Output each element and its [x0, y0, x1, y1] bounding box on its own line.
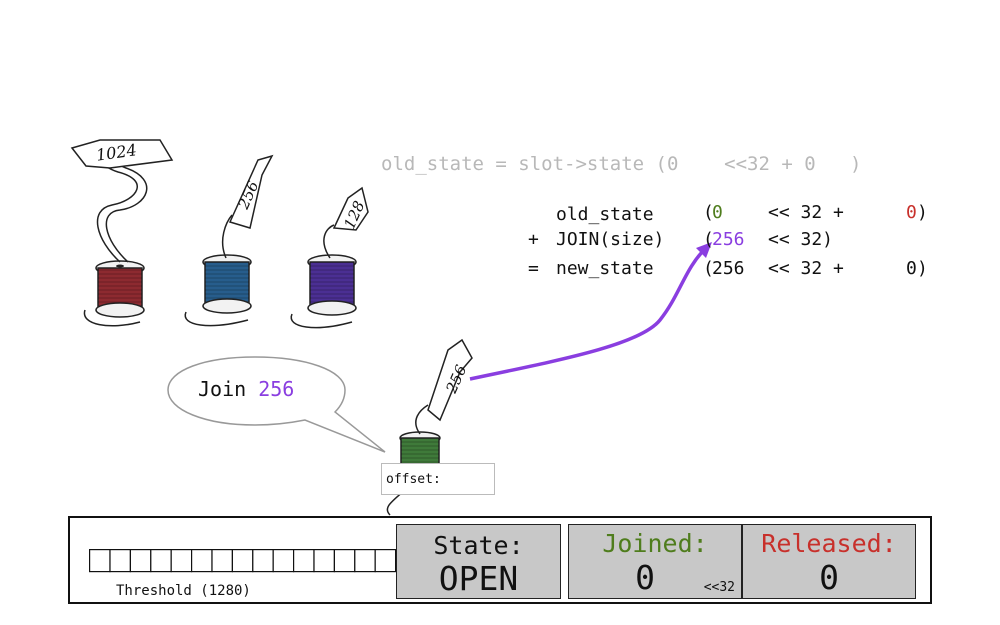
spool-256-blue: [184, 154, 274, 327]
threshold-cell: [313, 549, 335, 573]
state-line: old_state = slot->state (0 <<32 + 0 ): [381, 153, 862, 175]
eq-paren-3: (: [703, 258, 714, 279]
joined-cell: Joined: 0 <<32: [568, 524, 742, 599]
eq-label-1: old_state: [556, 204, 654, 225]
state-cell: State: OPEN: [396, 524, 561, 599]
threshold-cells: [89, 549, 397, 573]
eq-shift-1: << 32 +: [768, 202, 844, 223]
eq-lo-3: 0: [906, 258, 917, 279]
threshold-cell: [129, 549, 152, 573]
bubble-value: 256: [258, 377, 295, 401]
threshold-cell: [231, 549, 254, 573]
eq-lo-1: 0: [906, 202, 917, 223]
eq-hi-2: 256: [712, 229, 745, 250]
eq-hi-3: 256: [712, 258, 745, 279]
eq-close-1: ): [917, 202, 928, 223]
eq-paren-2: (: [703, 229, 714, 250]
state-value: OPEN: [438, 559, 519, 598]
threshold-cell: [272, 549, 295, 573]
threshold-cell: [190, 549, 213, 573]
threshold-cell: [109, 549, 131, 573]
threshold-cell: [89, 549, 111, 573]
threshold-cell: [333, 549, 356, 573]
released-value: 0: [819, 558, 839, 597]
speech-bubble: [167, 356, 386, 453]
bubble-text: Join 256: [198, 377, 294, 401]
eq-label-2: JOIN(size): [556, 229, 665, 250]
bubble-word: Join: [198, 377, 247, 401]
threshold-label: Threshold (1280): [116, 583, 251, 599]
spool-1024: [70, 139, 174, 327]
eq-op-2: +: [528, 229, 539, 250]
joined-shift: <<32: [703, 580, 735, 595]
eq-paren-1: (: [703, 202, 714, 223]
eq-hi-1: 0: [712, 202, 723, 223]
threshold-cell: [170, 549, 193, 573]
offset-box: offset:: [381, 463, 495, 495]
threshold-cell: [354, 549, 376, 573]
offset-label: offset:: [386, 472, 441, 487]
eq-shift-3: << 32 +: [768, 258, 844, 279]
join-arrow: [469, 242, 712, 381]
joined-title: Joined:: [602, 529, 708, 558]
eq-op-3: =: [528, 258, 539, 279]
eq-label-3: new_state: [556, 258, 654, 279]
threshold-cell: [252, 549, 274, 573]
eq-shift-2: << 32): [768, 229, 834, 250]
eq-close-3: ): [917, 258, 928, 279]
state-title: State:: [433, 531, 524, 560]
spool-256-green: [386, 338, 473, 516]
threshold-cell: [211, 549, 233, 573]
joined-value: 0: [635, 558, 655, 597]
threshold-cell: [374, 549, 397, 573]
threshold-cell: [293, 549, 315, 573]
released-title: Released:: [761, 529, 897, 558]
released-cell: Released: 0: [742, 524, 916, 599]
threshold-cell: [150, 549, 172, 573]
spool-128-purple: [290, 186, 369, 329]
